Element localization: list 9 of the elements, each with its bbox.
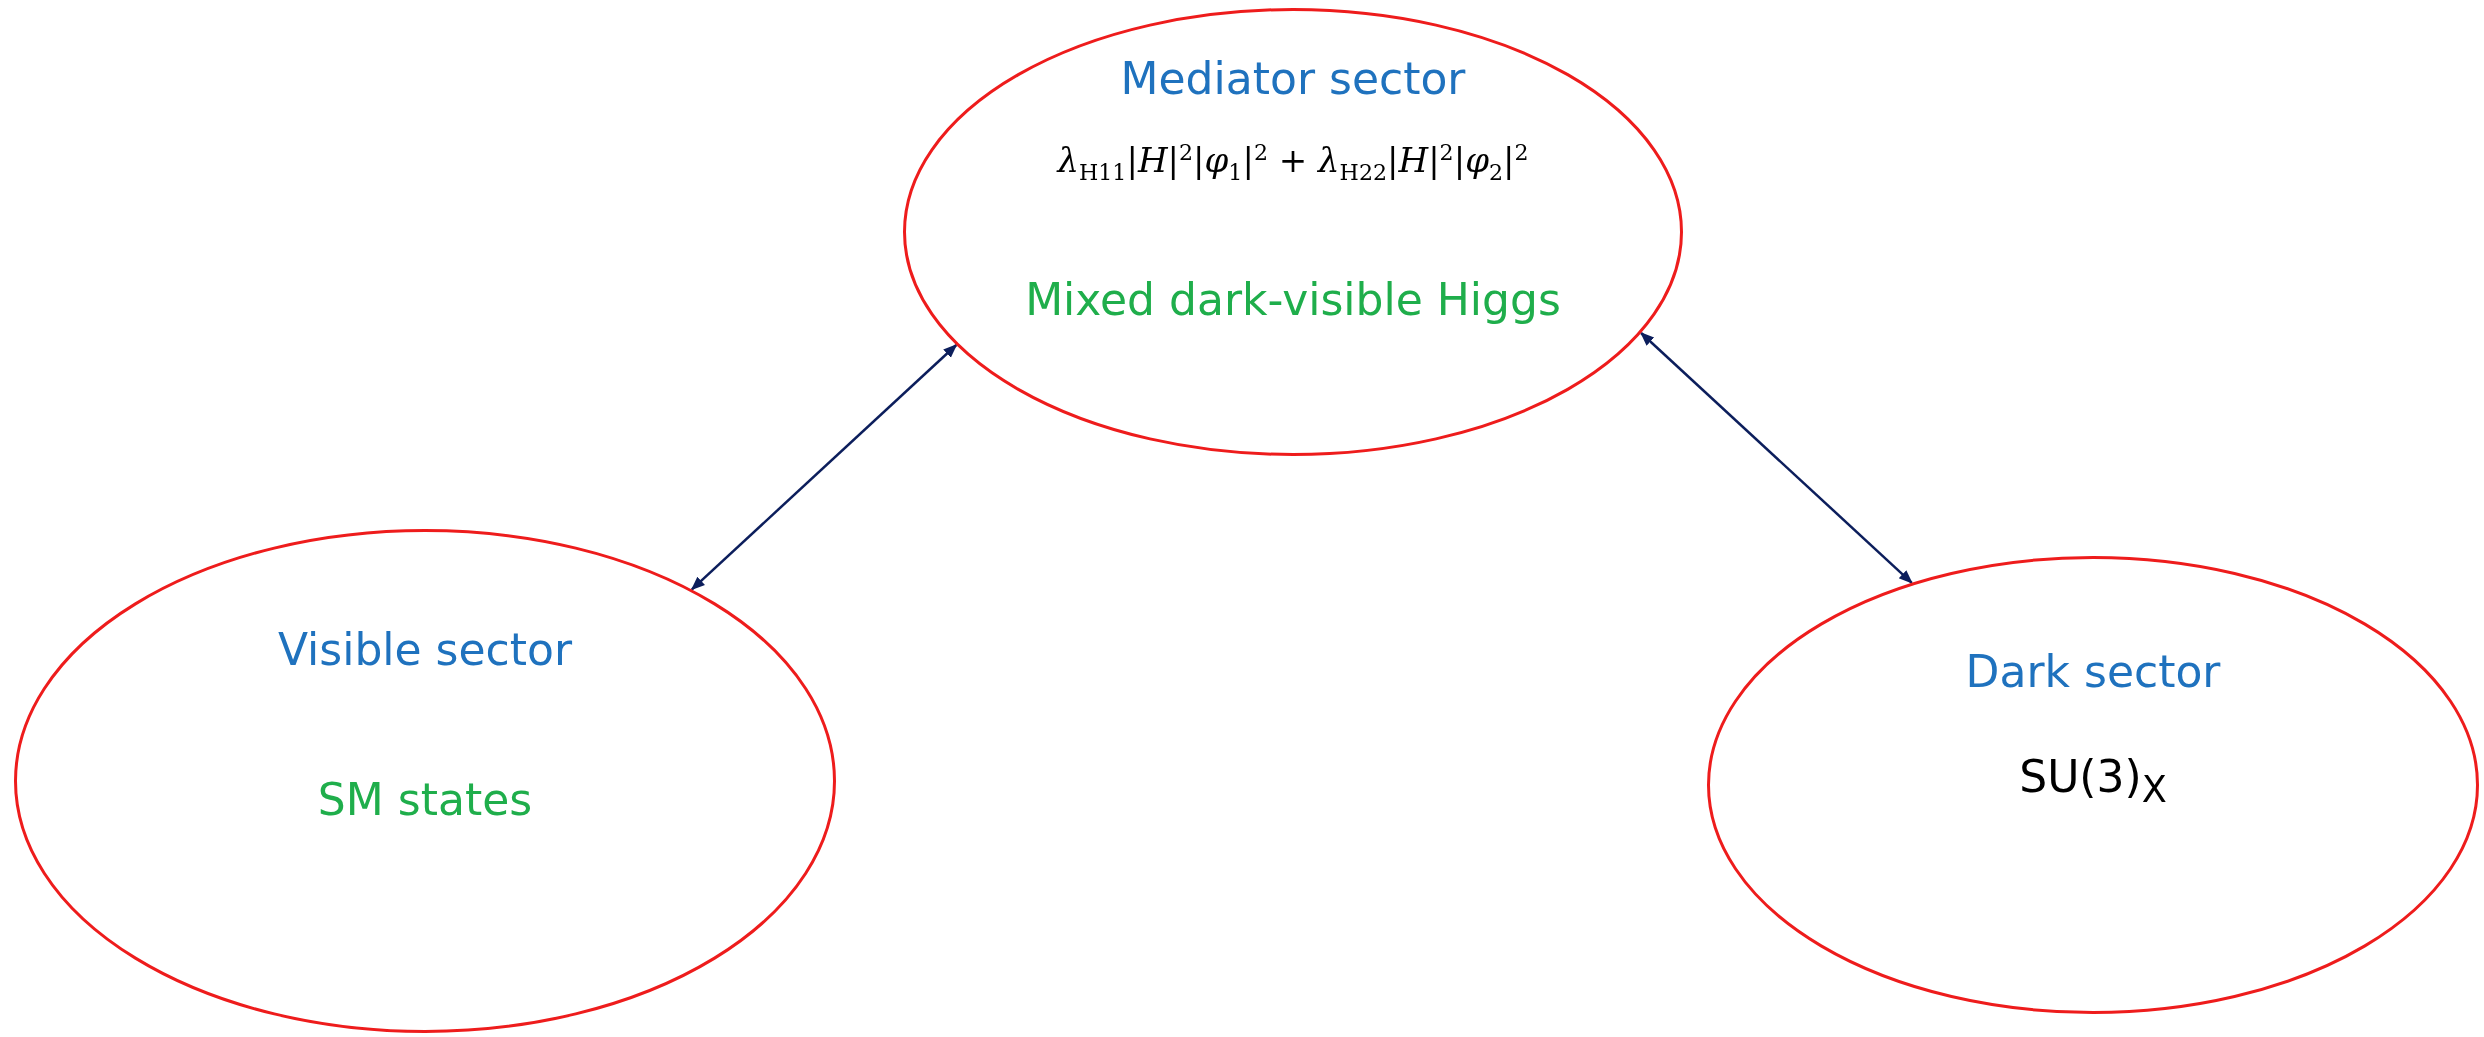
sector-title: Dark sector [1965,645,2221,697]
sector-title: Mediator sector [1120,52,1466,104]
group-label: SU(3)$_{X}$ [2019,751,2167,811]
double-arrow [690,344,958,591]
formula: λ$_{H11}$|H|$^{2}$|φ$_{1}$|$^{2}$ + λ$_{H22}$|H|$^{2}$|φ$_{2}$|$^{2}$ [1057,138,1529,186]
sector-note: SM states [317,773,533,825]
sector-title: Visible sector [277,623,573,675]
double-arrow [1640,332,1913,584]
sector-note: Mixed dark-visible Higgs [1025,273,1561,325]
